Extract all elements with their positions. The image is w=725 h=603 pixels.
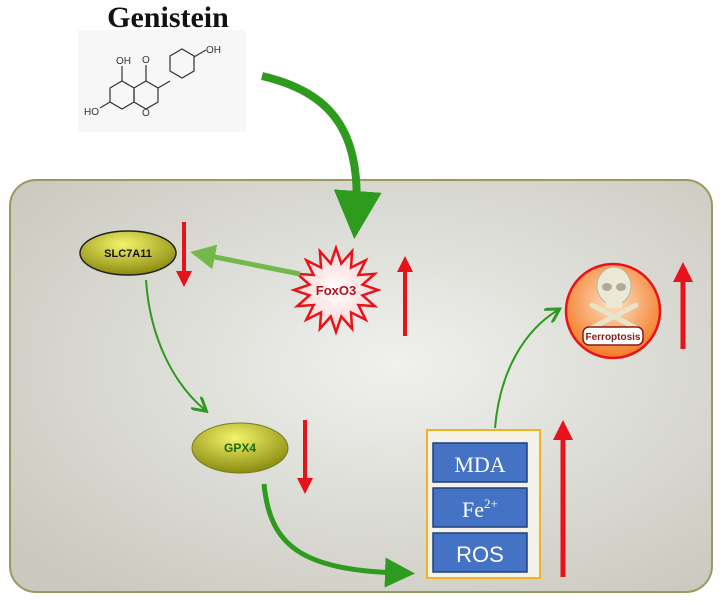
markers-to-ferroptosis-arrow <box>494 310 558 429</box>
molecule-label-oh-5: OH <box>116 56 131 67</box>
genistein-structure: OH O OH HO O <box>78 30 246 132</box>
ferroptosis-node: Ferroptosis <box>564 262 662 360</box>
molecule-label-o-ring: O <box>142 108 150 119</box>
molecule-label-oh-4prime: OH <box>206 45 221 56</box>
molecule-label-o-carbonyl: O <box>142 55 150 66</box>
foxo3-node: FoxO3 <box>290 244 382 336</box>
genistein-to-foxo3-arrow <box>261 72 382 239</box>
fe-box <box>432 487 528 528</box>
slc7a11-label: SLC7A11 <box>104 248 152 260</box>
mda-label: MDA <box>454 452 505 477</box>
gpx4-label: GPX4 <box>224 441 256 455</box>
fe-charge: 2+ <box>484 496 498 511</box>
ros-label: ROS <box>456 542 504 567</box>
lipid-peroxidation-markers: MDA Fe2+ ROS <box>426 429 541 579</box>
slc7a11-to-gpx4-arrow <box>145 279 205 410</box>
title-genistein: Genistein <box>107 1 229 34</box>
mda-box <box>432 442 528 483</box>
gpx4-to-markers-arrow <box>261 483 415 588</box>
ferroptosis-label: Ferroptosis <box>585 332 640 343</box>
gpx4-node <box>191 422 289 474</box>
foxo3-label: FoxO3 <box>316 283 356 298</box>
slc7a11-node <box>79 230 177 276</box>
foxo3-to-slc7a11-arrow <box>190 244 301 277</box>
molecule-label-ho-7: HO <box>84 107 99 118</box>
ros-box <box>432 532 528 573</box>
fe-label: Fe <box>462 497 484 522</box>
skull-crossbones-icon <box>589 266 639 331</box>
svg-text:Fe2+: Fe2+ <box>462 496 498 522</box>
